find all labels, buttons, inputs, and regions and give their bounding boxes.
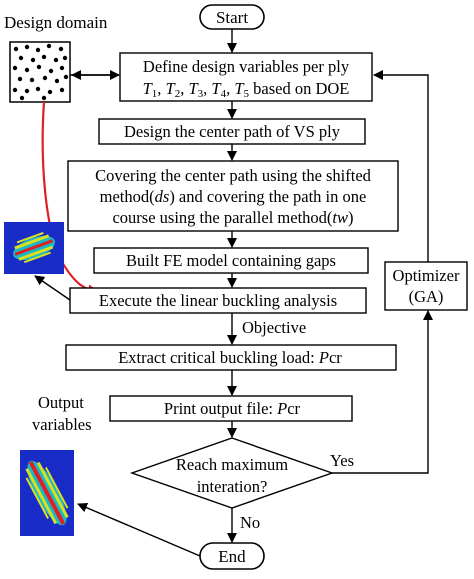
no-label: No xyxy=(240,513,260,532)
objective-label: Objective xyxy=(242,318,306,337)
buckling-mode-image-1 xyxy=(4,222,64,274)
buckling-mode-image-2 xyxy=(20,450,74,536)
covering-line2: method(ds) and covering the path in one xyxy=(100,187,367,206)
buckling-analysis-box: Execute the linear buckling analysis xyxy=(69,287,367,314)
yes-label: Yes xyxy=(330,451,354,470)
print-output-box: Print output file: Pcr xyxy=(109,395,353,422)
define-line1: Define design variables per ply xyxy=(143,57,350,76)
extract-label: Extract critical buckling load: Pcr xyxy=(118,348,342,367)
buckling-label: Execute the linear buckling analysis xyxy=(99,291,337,310)
fe-model-box: Built FE model containing gaps xyxy=(93,247,369,274)
design-domain-label: Design domain xyxy=(4,13,108,32)
decision-line2: interation? xyxy=(197,477,268,496)
covering-line3: course using the parallel method(tw) xyxy=(112,208,353,227)
covering-line1: Covering the center path using the shift… xyxy=(95,166,372,185)
optimizer-box: Optimizer (GA) xyxy=(384,261,468,311)
start-label: Start xyxy=(216,8,248,27)
center-path-label: Design the center path of VS ply xyxy=(124,122,341,141)
decision-diamond: Reach maximum interation? xyxy=(129,437,335,509)
covering-box: Covering the center path using the shift… xyxy=(67,160,399,232)
print-label: Print output file: Pcr xyxy=(164,399,301,418)
extract-box: Extract critical buckling load: Pcr xyxy=(65,344,397,371)
optimizer-line1: Optimizer xyxy=(393,266,460,285)
start-terminal: Start xyxy=(199,4,265,30)
define-variables-box: Define design variables per ply T1, T2, … xyxy=(119,52,373,102)
define-line2: T1, T2, T3, T4, T5 based on DOE xyxy=(143,79,350,100)
decision-line1: Reach maximum xyxy=(176,455,288,474)
end-terminal: End xyxy=(199,542,265,570)
design-domain-image xyxy=(9,41,71,103)
end-label: End xyxy=(218,547,246,566)
optimizer-line2: (GA) xyxy=(409,287,444,306)
output-label-line2: variables xyxy=(32,415,92,434)
output-label-line1: Output xyxy=(38,393,84,412)
center-path-box: Design the center path of VS ply xyxy=(98,118,366,145)
fe-model-label: Built FE model containing gaps xyxy=(126,251,336,270)
